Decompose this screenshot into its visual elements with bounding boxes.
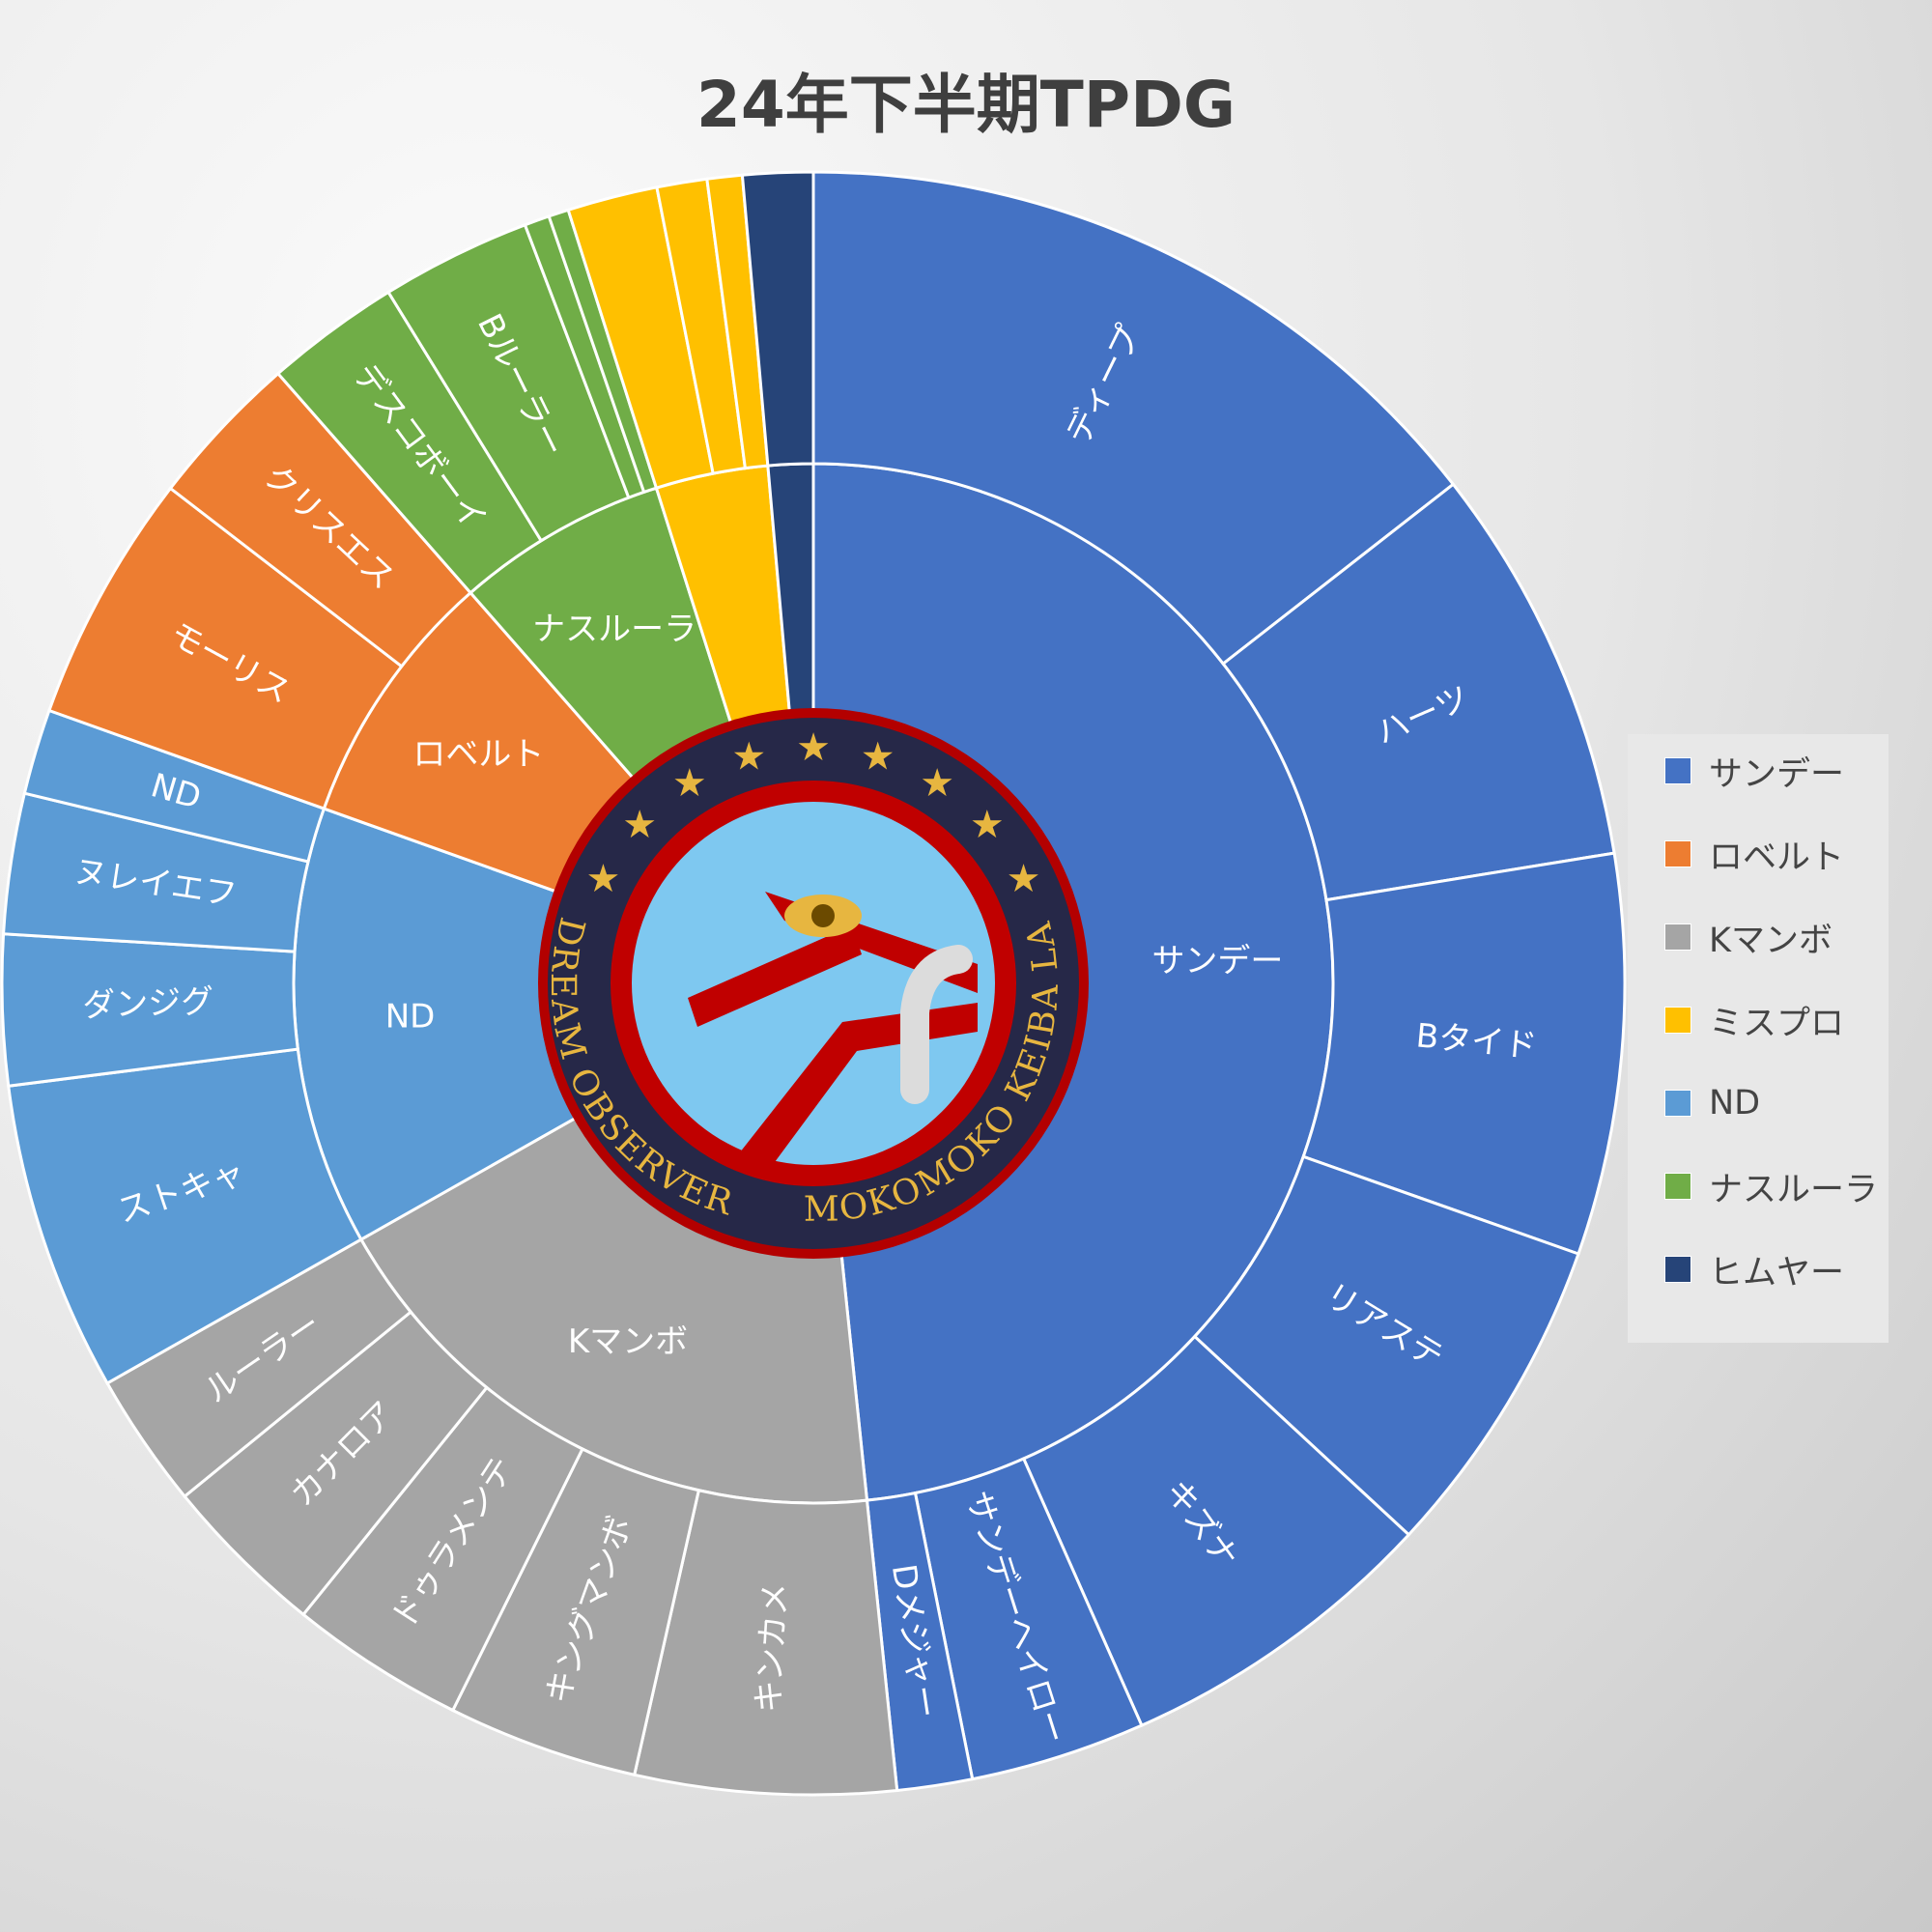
legend-item: Kマンボ — [1664, 918, 1833, 960]
inner-label: サンデー — [1151, 942, 1283, 980]
legend-label: ロベルト — [1709, 838, 1845, 877]
legend-item: ロベルト — [1664, 835, 1844, 877]
chart-title: 24年下半期TPDG — [696, 68, 1236, 142]
legend-swatch — [1664, 1256, 1691, 1283]
inner-label: Kマンボ — [568, 1322, 688, 1361]
star-icon: ★ — [861, 734, 895, 779]
legend-label: サンデー — [1709, 754, 1845, 794]
legend-label: ナスルーラ — [1709, 1170, 1879, 1209]
legend-item: ND — [1664, 1084, 1760, 1122]
star-icon: ★ — [586, 857, 621, 901]
star-icon: ★ — [970, 803, 1005, 847]
outer-ring: ディープハーツBタイドリアステキズナサンデーヘイローDメジャーキンカメキングマン… — [0, 170, 1627, 1797]
star-icon: ★ — [920, 761, 954, 806]
emblem-white-stroke — [900, 945, 973, 1104]
legend-item: ヒムヤー — [1664, 1250, 1844, 1293]
legend-swatch — [1664, 923, 1691, 951]
inner-label: ナスルーラ — [532, 611, 696, 649]
star-icon: ★ — [731, 734, 766, 779]
legend-label: Kマンボ — [1709, 921, 1833, 960]
legend-swatch — [1664, 840, 1691, 867]
outer-segment — [740, 170, 815, 468]
legend-label: ND — [1709, 1084, 1761, 1122]
legend-label: ミスプロ — [1709, 1004, 1845, 1043]
emblem-stroke — [688, 925, 862, 1027]
legend-item: ナスルーラ — [1664, 1167, 1878, 1209]
legend-item: ミスプロ — [1664, 1001, 1844, 1043]
emblem-stroke — [736, 1003, 978, 1162]
legend-item: サンデー — [1664, 752, 1844, 794]
star-icon: ★ — [1007, 857, 1041, 901]
legend-swatch — [1664, 1173, 1691, 1200]
outer-label: キンカメ — [750, 1581, 796, 1714]
emblem-sky-disc — [632, 802, 995, 1165]
outer-segment — [811, 170, 1456, 667]
inner-label: ND — [385, 998, 436, 1037]
outer-label: ダンジグ — [82, 982, 214, 1025]
inner-label: ロベルト — [412, 735, 544, 774]
eye-pupil — [811, 904, 835, 927]
star-icon: ★ — [672, 761, 707, 806]
legend-swatch — [1664, 1090, 1691, 1117]
star-icon: ★ — [796, 725, 831, 770]
legend: サンデーロベルト Kマンボミスプロ ND ナスルーラヒムヤー — [1628, 734, 1889, 1343]
star-icon: ★ — [622, 803, 657, 847]
legend-swatch — [1664, 757, 1691, 784]
legend-label: ヒムヤー — [1709, 1253, 1845, 1293]
legend-swatch — [1664, 1007, 1691, 1034]
